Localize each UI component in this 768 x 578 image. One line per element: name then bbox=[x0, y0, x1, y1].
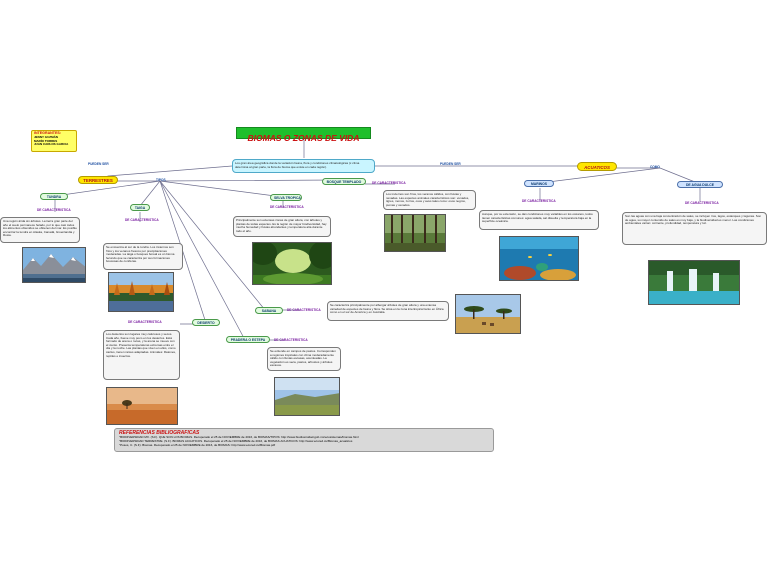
team-box: INTEGRANTES: JENNY GUZMÁN MARÍO TORRES J… bbox=[31, 130, 77, 152]
selva-description: Principalmente son extensas zonas de gra… bbox=[233, 216, 331, 237]
biome-tundra: TUNDRA bbox=[40, 193, 68, 200]
references-heading: REFERENCIAS BIBLIOGRAFICAS bbox=[119, 430, 200, 436]
references-box: REFERENCIAS BIBLIOGRAFICAS "BIODIVERSIDA… bbox=[114, 428, 494, 452]
edge-label-left: PUEDEN SER bbox=[88, 162, 109, 166]
agua-dulce-description: Son las aguas con una baja concentración… bbox=[622, 212, 767, 245]
team-heading: INTEGRANTES: bbox=[34, 131, 61, 135]
edge-label-como: COMO bbox=[650, 165, 660, 169]
biome-taiga: TAIGA bbox=[130, 204, 150, 211]
team-member: MARÍO TORRES bbox=[34, 138, 58, 143]
marinos-photo bbox=[499, 236, 579, 281]
reference-item: "Posos, C. (S.F). Biomas. Recuperado el … bbox=[119, 443, 276, 447]
caracteristica-label: DE CARACTERISTICA bbox=[37, 208, 71, 212]
marinos-description: Aunque, por su extensión, se dan condici… bbox=[479, 210, 599, 230]
taiga-photo bbox=[108, 272, 174, 312]
pradera-photo bbox=[274, 377, 340, 416]
desierto-description: Los desiertos son lugares muy calurosos … bbox=[103, 330, 180, 380]
tundra-description: Una región árida sin árboles. La tierra … bbox=[0, 217, 80, 243]
central-definition: Los gran área geográfica donde la variac… bbox=[232, 159, 375, 173]
map-title: BIOMAS O ZONAS DE VIDA bbox=[236, 127, 371, 143]
category-terrestres: TERRESTRES bbox=[78, 176, 118, 184]
caracteristica-label: DE CARACTERISTICA bbox=[270, 205, 304, 209]
caracteristica-label: DE CARACTERISTICA bbox=[522, 199, 556, 203]
biome-sabana: SABANA bbox=[255, 307, 283, 314]
biome-marinos: MARINOS bbox=[524, 180, 554, 187]
pradera-description: Se extiende en campos de pastos. Corresp… bbox=[267, 347, 341, 371]
team-member: JENNY GUZMÁN bbox=[34, 134, 58, 139]
caracteristica-label: DE CARACTERISTICA bbox=[685, 201, 719, 205]
selva-photo bbox=[252, 242, 332, 285]
reference-item: "BIODIVERSIDAD TERRESTRE. (S.F). BIOMAS … bbox=[119, 439, 353, 443]
biome-bosque: BOSQUE TEMPLADO bbox=[322, 178, 366, 185]
caracteristica-label: DE CARACTERISTICA bbox=[128, 320, 162, 324]
biome-desierto: DESIERTO bbox=[192, 319, 220, 326]
caracteristica-label: DE CARACTERISTICA bbox=[125, 218, 159, 222]
biome-agua-dulce: DE AGUA DULCE bbox=[677, 181, 723, 188]
category-acuaticos: ACUATICOS bbox=[577, 162, 617, 171]
sabana-description: Se caracteriza principalmente por alberg… bbox=[327, 301, 449, 321]
team-member: JUAN CARLOS GARCIA bbox=[34, 142, 69, 147]
tundra-photo bbox=[22, 247, 86, 283]
sabana-photo bbox=[455, 294, 521, 334]
tipos-label: TIPOS bbox=[156, 178, 166, 182]
desierto-photo bbox=[106, 387, 178, 425]
taiga-description: Se encuentra al sur de la tundra. Los in… bbox=[103, 243, 183, 270]
caracteristica-label: DE CARACTERISTICA bbox=[274, 338, 308, 342]
bosque-photo bbox=[384, 214, 446, 252]
biome-pradera: PRADERA O ESTEPA bbox=[226, 336, 270, 343]
edge-label-right: PUEDEN SER bbox=[440, 162, 461, 166]
map-title-text: BIOMAS O ZONAS DE VIDA bbox=[247, 133, 360, 143]
reference-item: "BIODIVERSIDAD MX. (S.F). QUÉ SON LOS BI… bbox=[119, 436, 359, 439]
bosque-description: Los inviernos son fríos, los veranos cál… bbox=[383, 190, 476, 210]
agua-dulce-photo bbox=[648, 260, 740, 305]
caracteristica-label: DE CARACTERISTICA bbox=[372, 181, 406, 185]
biome-selva: SELVA TROPICAL bbox=[270, 194, 302, 201]
caracteristica-label: DE CARACTERISTICA bbox=[287, 308, 321, 312]
